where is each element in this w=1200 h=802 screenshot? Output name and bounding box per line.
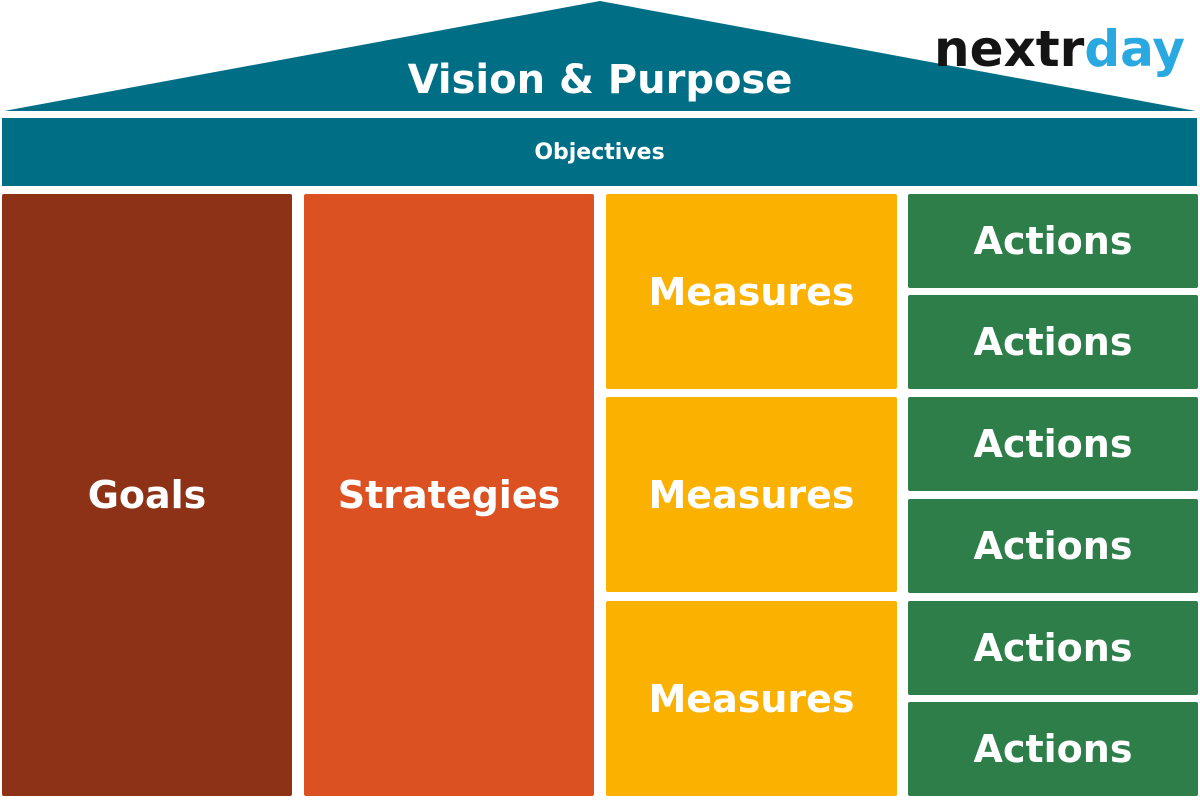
nextrday-logo: nextrday: [934, 14, 1196, 84]
actions-box-1: Actions: [908, 194, 1198, 288]
vision-purpose-title: Vision & Purpose: [407, 57, 793, 103]
actions-box-2: Actions: [908, 295, 1198, 389]
actions-box-6: Actions: [908, 702, 1198, 796]
goals-pillar: Goals: [2, 194, 292, 796]
roof-triangle: [4, 1, 1196, 111]
logo-text-light: day: [1084, 20, 1185, 78]
strategies-pillar: Strategies: [304, 194, 594, 796]
objectives-bar: Objectives: [2, 118, 1197, 186]
measures-box-3: Measures: [606, 601, 897, 796]
measures-box-2: Measures: [606, 397, 897, 592]
actions-box-4: Actions: [908, 499, 1198, 593]
actions-box-5: Actions: [908, 601, 1198, 695]
measures-box-1: Measures: [606, 194, 897, 389]
actions-box-3: Actions: [908, 397, 1198, 491]
logo-text-dark: nextr: [934, 20, 1085, 78]
